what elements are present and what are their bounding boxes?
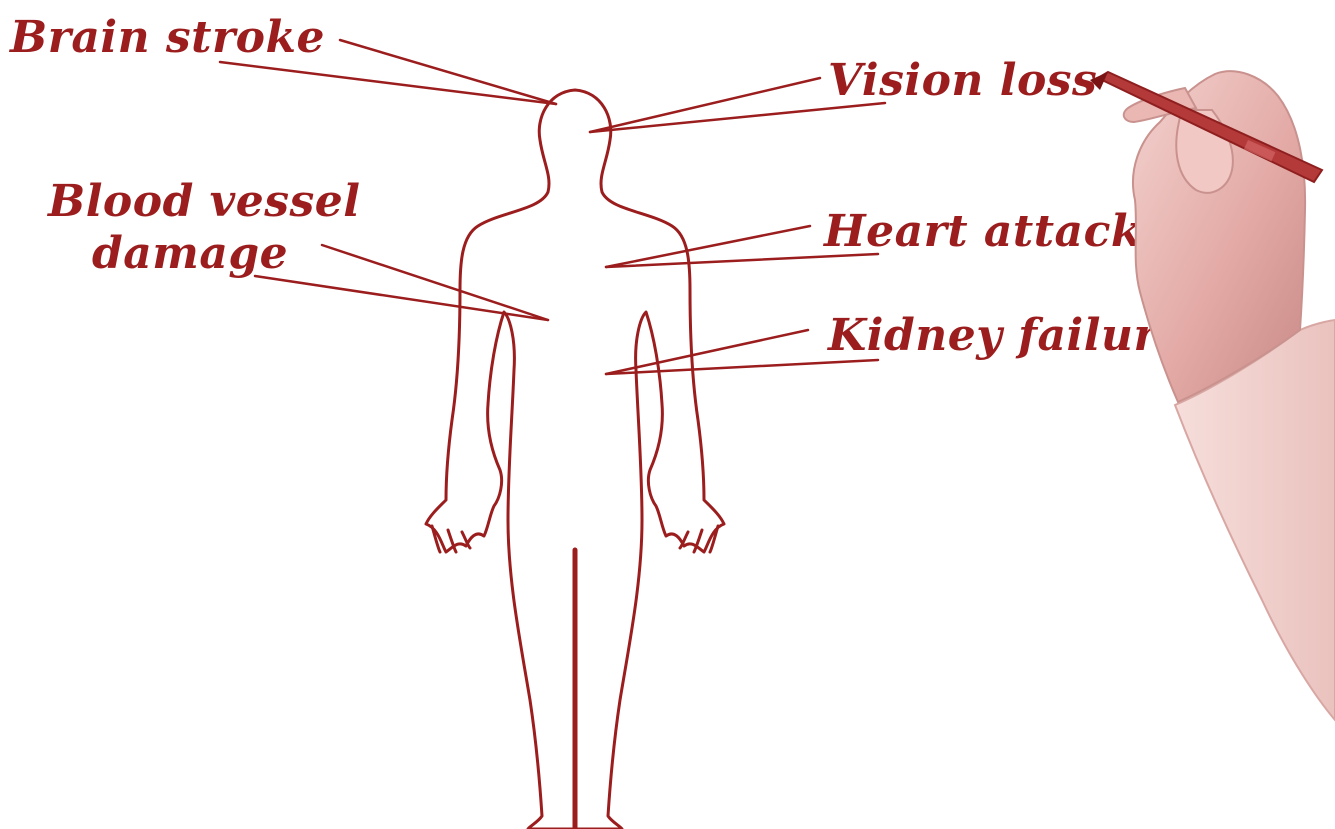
label-heart-attack: Heart attack <box>822 206 1142 257</box>
label-blood-vessel-line1: Blood vessel <box>46 176 361 227</box>
label-kidney-failure: Kidney failure <box>826 310 1186 361</box>
hand-holding-marker <box>1090 71 1335 720</box>
human-body-outline <box>426 90 724 829</box>
label-brain-stroke: Brain stroke <box>8 12 325 63</box>
label-vision-loss: Vision loss <box>828 55 1097 106</box>
label-blood-vessel-line2: damage <box>92 228 288 279</box>
